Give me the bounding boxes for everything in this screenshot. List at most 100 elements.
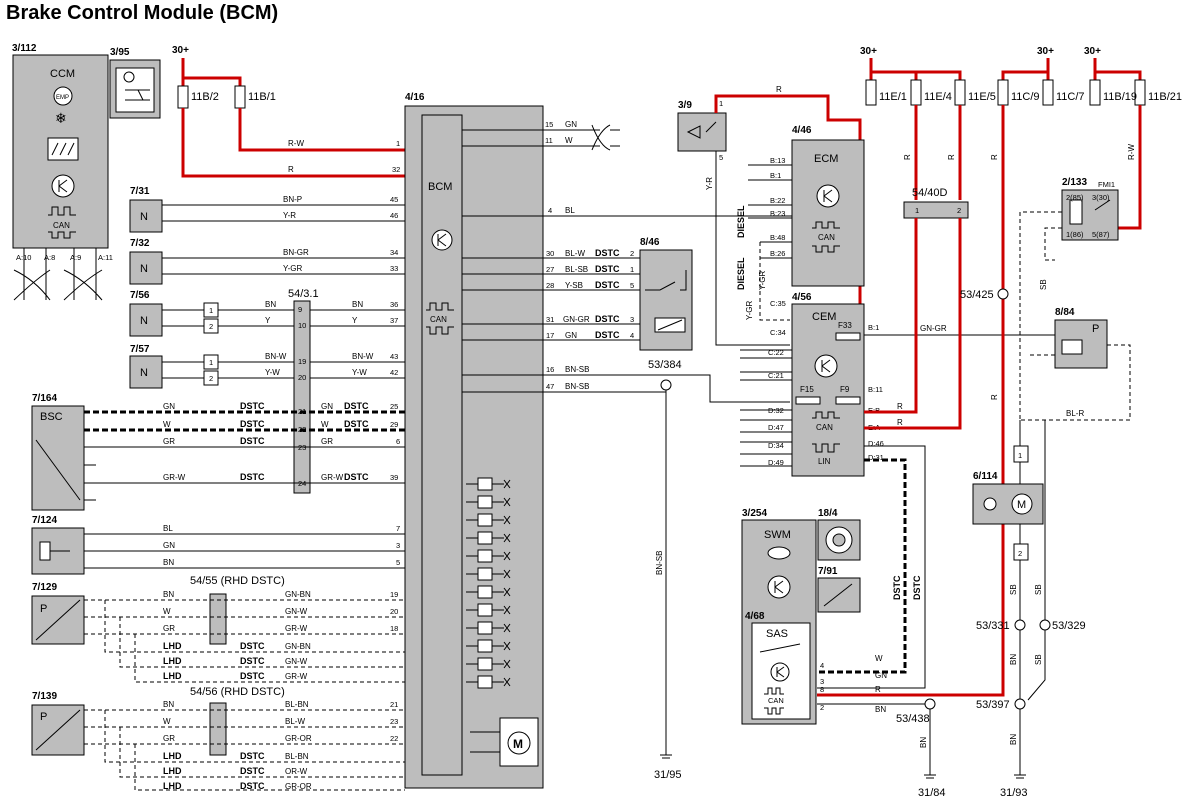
svg-text:11B/19: 11B/19 [1103,91,1137,103]
svg-text:DSTC: DSTC [240,781,265,791]
svg-text:15: 15 [545,120,553,129]
solenoid-valve [477,621,493,635]
svg-text:2: 2 [630,249,634,258]
svg-text:2: 2 [1018,549,1022,558]
svg-text:GN-GR: GN-GR [920,324,947,333]
component-4-56: 4/56 CEM F33 F15 F9 CAN LIN C:35 C:34 C:… [740,292,1055,689]
svg-text:32: 32 [392,165,400,174]
svg-text:25: 25 [390,402,398,411]
svg-text:5: 5 [396,558,400,567]
svg-text:M: M [1017,499,1026,511]
svg-text:GN: GN [875,671,887,680]
svg-text:GR: GR [163,734,175,743]
svg-text:D:47: D:47 [768,423,784,432]
svg-text:R: R [947,154,956,160]
svg-text:1(86): 1(86) [1066,230,1084,239]
svg-text:F33: F33 [838,321,852,330]
svg-text:BL-W: BL-W [565,249,585,258]
svg-text:W: W [321,420,329,429]
solenoid-valve [477,513,493,527]
svg-text:A:8: A:8 [44,253,55,262]
svg-text:N: N [140,263,148,275]
svg-text:36: 36 [390,300,398,309]
svg-text:SB: SB [1009,584,1018,595]
svg-text:CAN: CAN [816,423,833,432]
svg-text:SB: SB [1034,584,1043,595]
svg-text:6/114: 6/114 [973,471,998,482]
svg-text:DSTC: DSTC [240,751,265,761]
svg-text:A:10: A:10 [16,253,31,262]
svg-text:53/329: 53/329 [1052,620,1086,632]
svg-text:31/95: 31/95 [654,769,682,781]
svg-text:17: 17 [546,331,554,340]
svg-text:W: W [163,717,171,726]
svg-text:M: M [513,737,523,751]
svg-text:B:1: B:1 [868,323,879,332]
svg-text:P: P [40,711,47,723]
component-6-114: 6/114 M 1 2 SB SB 53/331 53/329 BN SB 53… [972,420,1086,775]
svg-text:CAN: CAN [768,696,784,705]
svg-text:29: 29 [390,420,398,429]
svg-text:DSTC: DSTC [240,401,265,411]
svg-text:54/3.1: 54/3.1 [288,288,319,300]
svg-text:C:35: C:35 [770,299,786,308]
svg-text:Y: Y [265,316,271,325]
svg-text:7/32: 7/32 [130,238,150,249]
svg-text:A:11: A:11 [98,253,113,262]
svg-text:R: R [875,685,881,694]
svg-text:BN: BN [352,300,363,309]
svg-text:5: 5 [630,281,634,290]
svg-text:1: 1 [915,206,919,215]
svg-text:DSTC: DSTC [240,656,265,666]
svg-text:Y-GR: Y-GR [283,264,302,273]
svg-text:LHD: LHD [163,751,182,761]
solenoid-valve [477,549,493,563]
svg-text:22: 22 [390,734,398,743]
svg-text:11E/1: 11E/1 [879,91,907,103]
svg-text:P: P [40,603,47,615]
connector-pin: 9 [298,305,302,314]
svg-text:BN-GR: BN-GR [283,248,309,257]
svg-text:3/9: 3/9 [678,100,692,111]
svg-text:11C/9: 11C/9 [1011,91,1040,103]
svg-text:30+: 30+ [860,46,877,57]
svg-text:A:9: A:9 [70,253,81,262]
svg-text:F15: F15 [800,385,814,394]
svg-text:20: 20 [390,607,398,616]
sensors-n: 7/31 N 7/32 N 7/56 N 7/57 N BN-PY-R 4546… [129,186,405,494]
svg-text:11B/2: 11B/2 [191,91,219,103]
svg-text:3/254: 3/254 [742,508,767,519]
svg-text:N: N [140,211,148,223]
solenoid-valve [477,585,493,599]
svg-text:DSTC: DSTC [240,419,265,429]
svg-text:OR-W: OR-W [285,767,308,776]
svg-text:7/56: 7/56 [130,290,150,301]
svg-text:4: 4 [548,206,552,215]
svg-text:7/57: 7/57 [130,344,150,355]
svg-text:53/384: 53/384 [648,359,682,371]
svg-text:Y-R: Y-R [283,211,296,220]
svg-text:❄: ❄ [55,110,67,126]
svg-text:R-W: R-W [1127,144,1136,160]
svg-text:30: 30 [546,249,554,258]
svg-text:BN: BN [1009,734,1018,745]
svg-text:BSC: BSC [40,411,63,423]
svg-text:BL-BN: BL-BN [285,700,309,709]
svg-text:8/46: 8/46 [640,237,660,248]
svg-text:DSTC: DSTC [240,436,265,446]
svg-text:4/56: 4/56 [792,292,812,303]
svg-text:D:31: D:31 [868,453,884,462]
svg-text:LHD: LHD [163,781,182,791]
svg-text:16: 16 [546,365,554,374]
svg-text:LHD: LHD [163,641,182,651]
grounds: 31/95 31/84 31/93 [654,754,1028,799]
svg-text:GR-OR: GR-OR [285,782,312,791]
svg-text:SB: SB [1039,279,1048,290]
svg-text:CAN: CAN [53,221,70,230]
solenoid-valve [477,603,493,617]
